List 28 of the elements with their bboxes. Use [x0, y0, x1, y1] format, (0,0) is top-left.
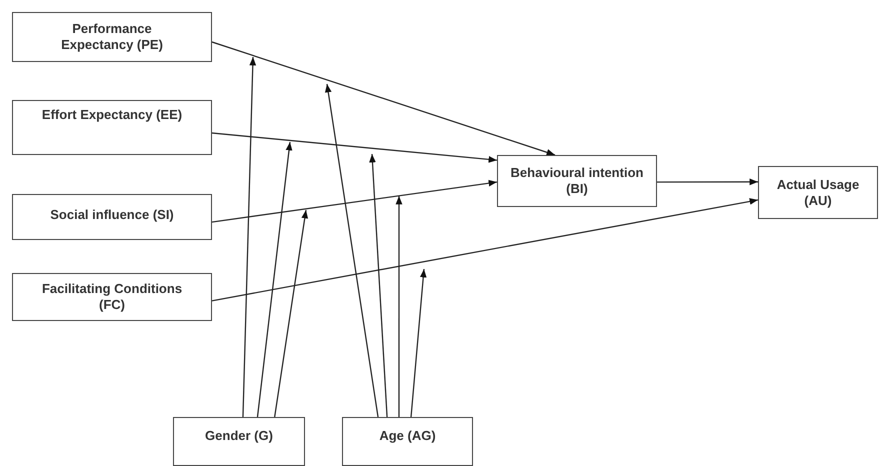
process-box [12, 12, 212, 62]
arrow [256, 142, 292, 418]
arrow [242, 56, 256, 418]
node-label: Age (AG) [378, 428, 437, 444]
node-label: Behavioural intention (BI) [510, 165, 644, 197]
arrow [212, 132, 498, 163]
node-label: Social influence (SI) [49, 207, 175, 223]
arrow [324, 84, 379, 418]
process-box [12, 194, 212, 240]
process-box [758, 166, 878, 219]
node-label: Gender (G) [204, 428, 274, 444]
node-label: Performance Expectancy (PE) [60, 21, 164, 53]
process-box [497, 155, 657, 207]
arrow [657, 178, 758, 186]
arrow [212, 198, 758, 302]
node-label: Effort Expectancy (EE) [40, 107, 184, 123]
arrow [410, 268, 427, 418]
process-box [12, 273, 212, 321]
arrow [212, 41, 556, 156]
node-label: Facilitating Conditions (FC) [40, 281, 184, 313]
arrow [212, 180, 498, 223]
node-label: Actual Usage (AU) [776, 176, 860, 208]
arrow [274, 210, 308, 418]
arrow [369, 154, 388, 418]
process-box [173, 417, 305, 466]
process-box [342, 417, 473, 466]
process-box [12, 100, 212, 155]
arrow [396, 196, 402, 417]
